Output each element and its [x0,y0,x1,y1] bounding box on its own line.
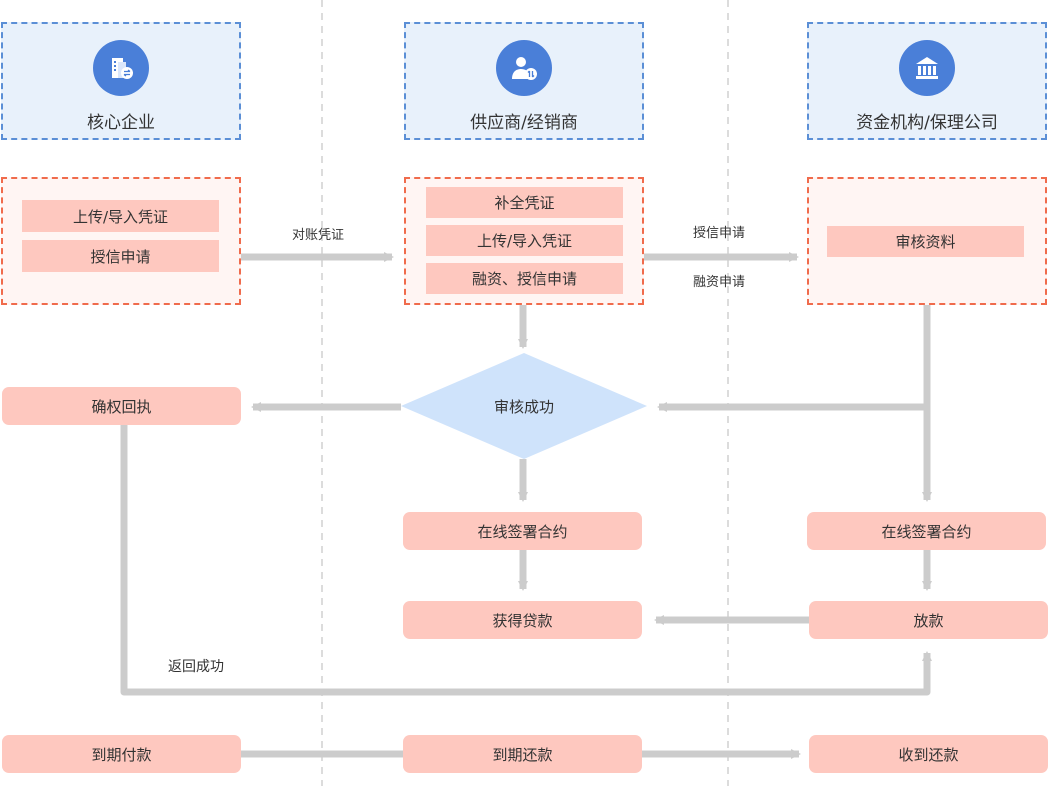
lane-title-funder: 资金机构/保理公司 [856,113,998,133]
bank-icon [899,40,955,96]
node-disburse: 放款 [809,601,1048,639]
chip-supplier-upload: 上传/导入凭证 [426,225,623,256]
edge-label-return-success: 返回成功 [168,659,224,675]
edge-funder-to-decision [657,305,931,412]
lane-funder: 资金机构/保理公司 [807,22,1047,140]
chip-funder-review: 审核资料 [827,226,1024,257]
decision-label: 审核成功 [493,397,554,416]
chip-supplier-apply: 融资、授信申请 [426,263,623,294]
lane-title-supplier: 供应商/经销商 [470,113,578,133]
chip-core-credit: 授信申请 [22,240,219,272]
node-pay-due: 到期付款 [2,735,241,773]
node-get-loan: 获得贷款 [403,601,642,639]
chip-supplier-complete: 补全凭证 [426,187,623,218]
lane-supplier: 供应商/经销商 [404,22,644,140]
edge-confirm-return [120,425,932,696]
node-confirm-receipt: 确权回执 [2,387,241,425]
building-exchange-icon [93,40,149,96]
node-receive-repay: 收到还款 [809,735,1048,773]
decision-diamond [401,353,647,459]
node-sign-supplier: 在线签署合约 [403,512,642,550]
node-sign-funder: 在线签署合约 [807,512,1046,550]
lane-title-core: 核心企业 [87,113,155,133]
chip-core-upload: 上传/导入凭证 [22,200,219,232]
edge-label-finance-apply: 融资申请 [693,275,746,290]
edge-label-credit-apply: 授信申请 [693,226,746,241]
person-exchange-icon [496,40,552,96]
node-repay-due: 到期还款 [403,735,642,773]
lane-core-enterprise: 核心企业 [1,22,241,140]
edge-label-reconcile: 对账凭证 [292,228,345,243]
